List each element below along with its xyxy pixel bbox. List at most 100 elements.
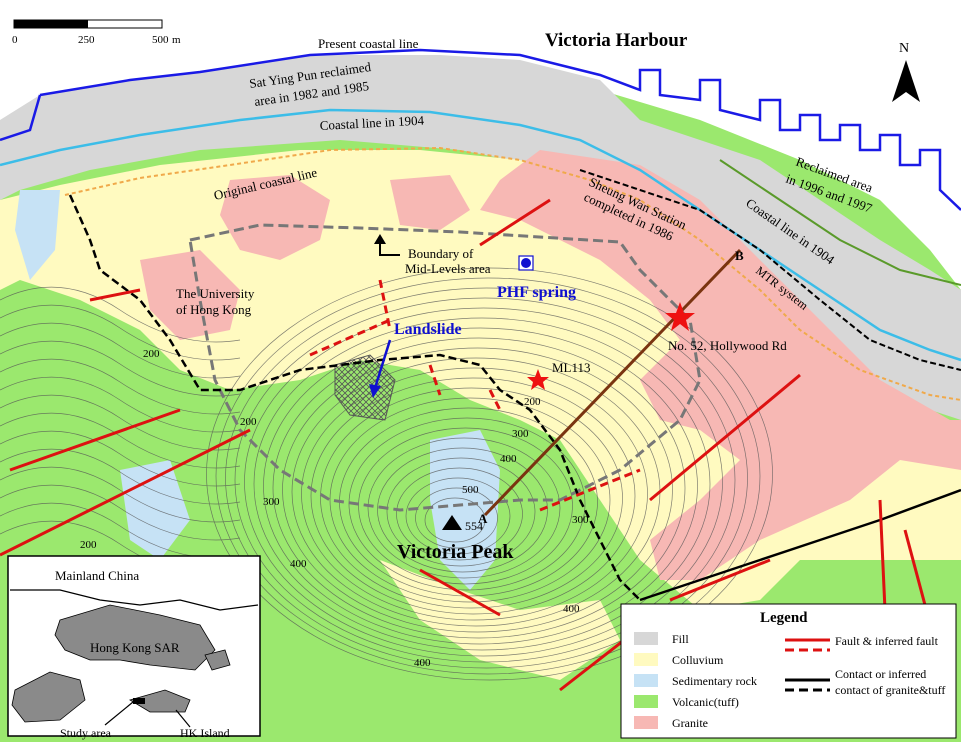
inset-study-area-arrow	[104, 701, 134, 726]
contour-line	[282, 347, 673, 633]
contour-line	[225, 287, 748, 669]
contour-line	[244, 307, 723, 657]
label-point-a: A	[478, 511, 488, 526]
contour-label: 400	[563, 603, 580, 615]
legend-swatch	[634, 674, 658, 687]
phf-spring-icon	[521, 258, 531, 268]
legend-unit-label: Colluvium	[672, 653, 724, 667]
scale-bar: 0 250 500 m	[12, 19, 181, 46]
contour-label: 400	[500, 453, 517, 465]
landslide-arrow-icon	[369, 384, 381, 398]
fault-2	[309, 318, 391, 357]
label-hku-2: of Hong Kong	[176, 302, 252, 317]
contour-label: 200	[80, 539, 97, 551]
contour-label: 400	[414, 657, 431, 669]
contour-line	[0, 412, 241, 469]
fault-6	[419, 568, 501, 617]
contour-label: 200	[143, 348, 160, 360]
contour-line	[0, 394, 241, 451]
label-victoria-peak: Victoria Peak	[397, 541, 514, 563]
legend-unit-label: Volcanic(tuff)	[672, 695, 739, 709]
contour-label: 200	[240, 416, 257, 428]
contour-label: 200	[524, 396, 541, 408]
legend-contact-label-2: contact of granite&tuff	[835, 683, 945, 697]
fault-8	[539, 468, 641, 512]
contour-line	[396, 467, 523, 561]
contour-line	[424, 497, 486, 543]
contour-line	[253, 317, 711, 651]
scale-tick-0: 0	[12, 34, 18, 46]
legend-swatch	[634, 632, 658, 645]
contour-label: 300	[512, 428, 529, 440]
inset-islet	[204, 649, 231, 671]
peak-triangle-icon	[442, 515, 462, 530]
contour-line	[234, 297, 736, 663]
original-coastal-line	[64, 146, 961, 401]
granite-area-central	[220, 175, 330, 260]
north-arrow: N	[892, 41, 920, 102]
sedimentary-west	[15, 190, 60, 280]
contact-line-east	[639, 488, 961, 602]
inset-map: Mainland China Hong Kong SAR Study area …	[7, 555, 261, 740]
star-ml113-icon	[527, 369, 549, 390]
fault-13	[89, 288, 141, 302]
label-boundary-2: Mid-Levels area	[405, 261, 491, 276]
reclaim-1996-boundary	[719, 159, 961, 286]
legend-contact-label-1: Contact or inferred	[835, 667, 926, 681]
legend-frame	[620, 603, 957, 739]
contour-line	[415, 487, 498, 549]
fault-15	[488, 389, 502, 411]
legend-swatch	[634, 653, 658, 666]
legend-swatch	[634, 716, 658, 729]
legend-fault-label: Fault & inferred fault	[835, 634, 939, 648]
contour-line	[329, 397, 611, 603]
label-coast-1904-left: Coastal line in 1904	[319, 113, 424, 133]
label-point-b: B	[735, 248, 744, 263]
inset-hk-island-arrow	[175, 709, 191, 728]
coastal-line-1904	[0, 108, 961, 362]
landslide-arrow-shaft	[373, 339, 392, 389]
fault-9	[669, 558, 771, 602]
contour-line	[0, 466, 241, 523]
contour-line	[0, 322, 241, 379]
label-peak-elevation: 554	[465, 519, 483, 533]
contour-line	[272, 337, 686, 639]
boundary-pointer	[379, 240, 400, 256]
inset-study-area-marker	[133, 698, 145, 704]
contour-line	[263, 327, 698, 645]
label-phf-spring: PHF spring	[497, 284, 576, 301]
scale-tick-500: 500	[152, 34, 169, 46]
granite-area-small	[390, 175, 470, 230]
contour-label: 400	[290, 558, 307, 570]
label-present-coast: Present coastal line	[318, 36, 419, 51]
contour-label: 300	[572, 514, 589, 526]
contour-line	[0, 304, 241, 361]
mid-levels-boundary	[188, 223, 702, 512]
inset-hk-mainland	[54, 604, 216, 671]
star-hollywood-icon	[665, 302, 695, 331]
contour-line	[310, 377, 636, 615]
present-coastal-line	[39, 48, 961, 211]
contour-line	[0, 340, 241, 397]
contour-line	[0, 376, 241, 433]
legend-unit-label: Sedimentary rock	[672, 674, 757, 688]
label-boundary-1: Boundary of	[408, 246, 474, 261]
contour-line	[367, 437, 561, 579]
mtr-line	[579, 169, 961, 371]
scale-unit: m	[172, 34, 181, 46]
cross-section-line	[483, 248, 742, 517]
contour-labels: 200 200 300 400 200 300 400 500 300 200 …	[80, 348, 589, 669]
inset-label-hk-island: HK Island	[180, 726, 230, 740]
contour-line	[0, 358, 241, 415]
contour-line	[386, 457, 536, 567]
contour-label: 300	[263, 496, 280, 508]
fill-area	[0, 55, 961, 420]
contour-line	[0, 286, 241, 343]
contour-line	[358, 427, 573, 585]
inset-lantau	[11, 671, 86, 723]
contour-label: 500	[462, 484, 479, 496]
scale-tick-250: 250	[78, 34, 95, 46]
